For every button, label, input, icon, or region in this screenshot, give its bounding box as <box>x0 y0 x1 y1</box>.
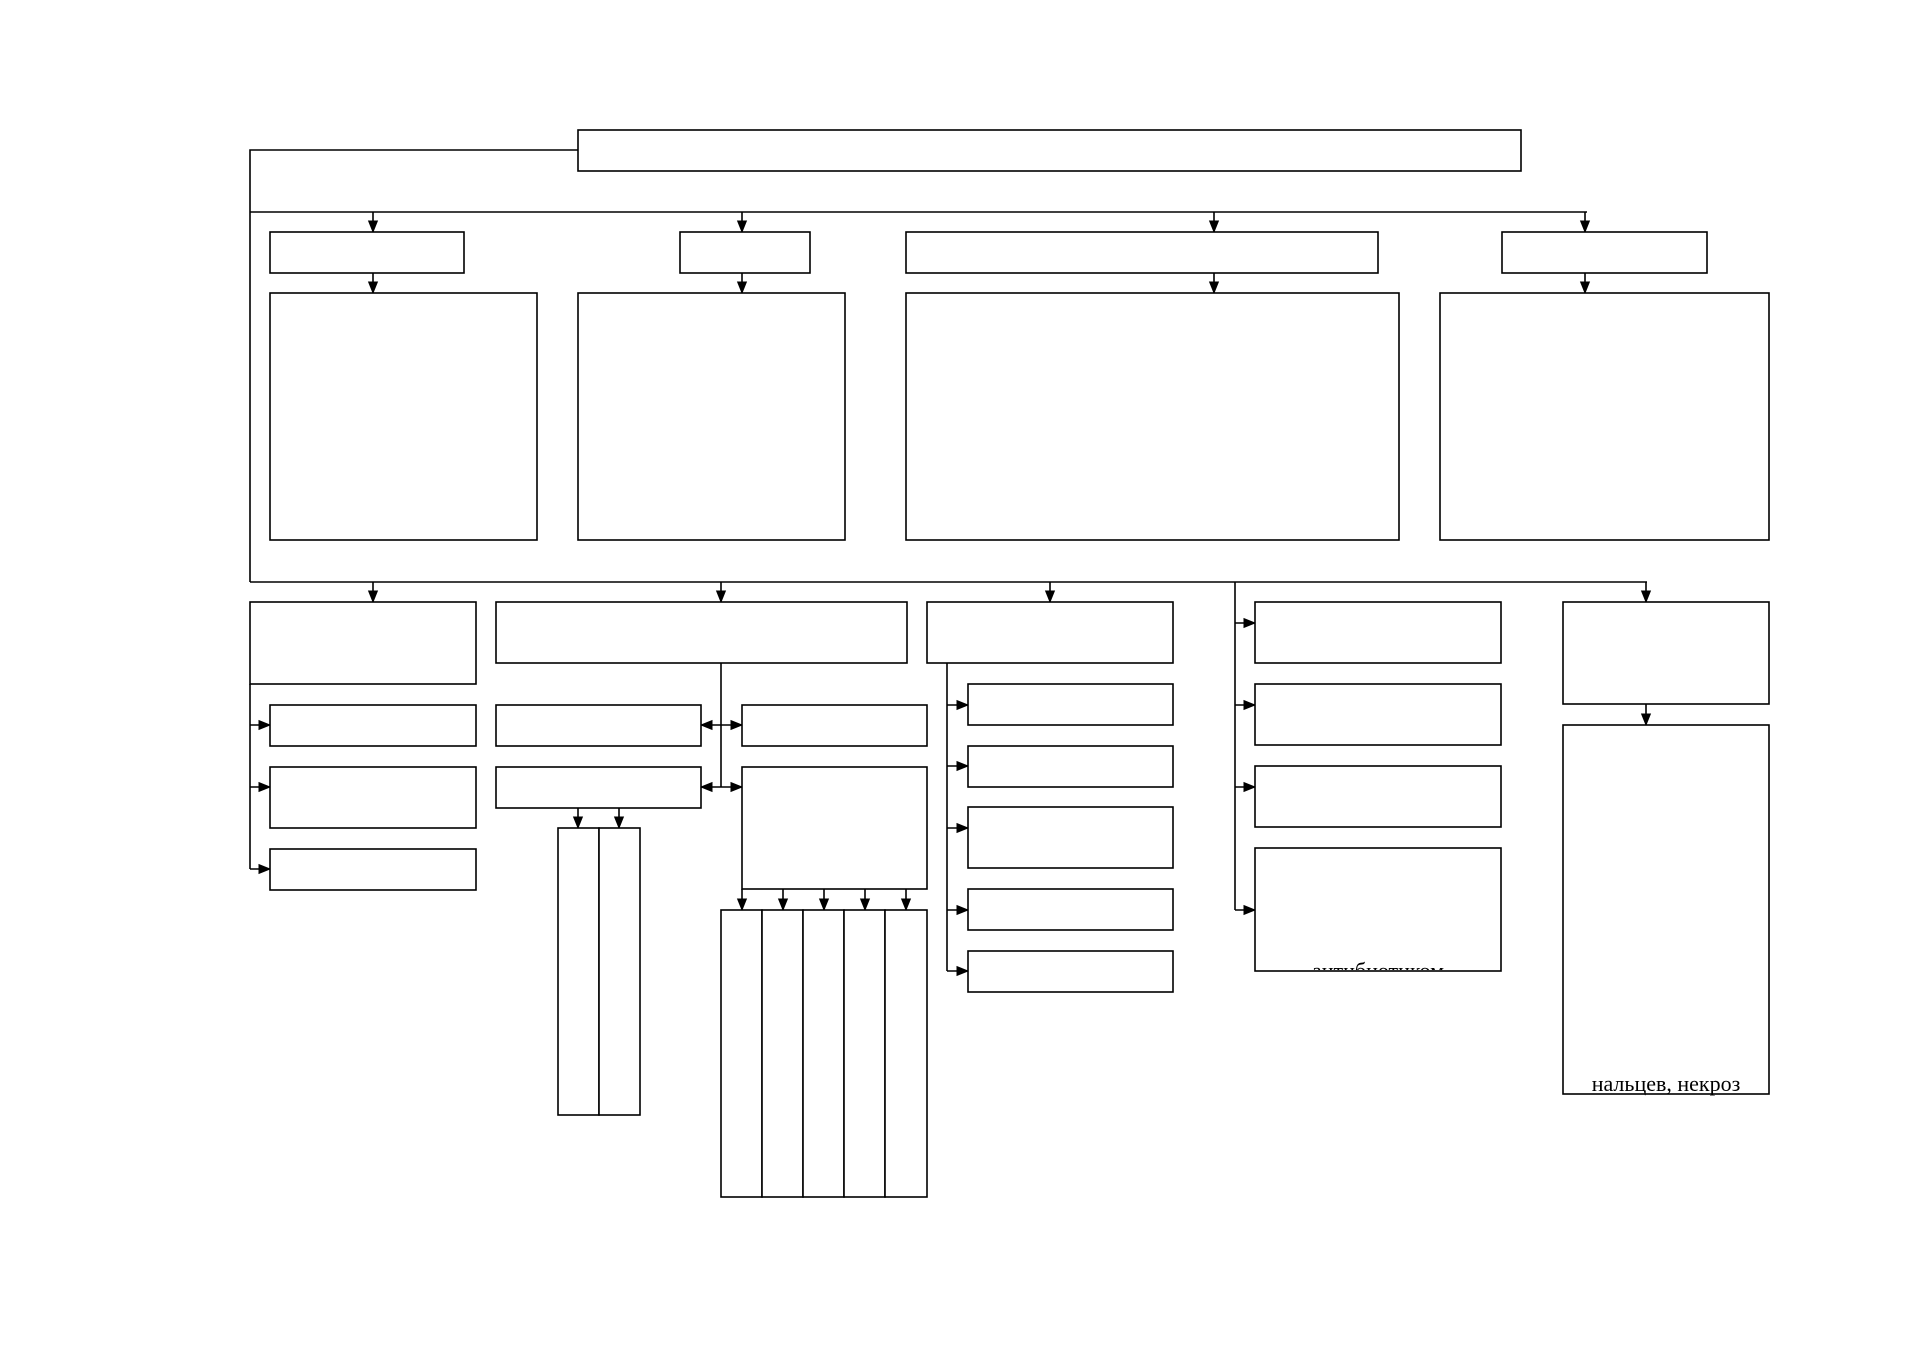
header-box-1 <box>269 231 465 274</box>
group4-item-box-2 <box>1254 683 1502 746</box>
header-box-3 <box>905 231 1379 274</box>
group1-item-box-1 <box>269 704 477 747</box>
group5-detail-box-text: нальцев, некроз <box>1592 1071 1741 1096</box>
group3-item-box-3 <box>967 806 1174 869</box>
header-box-4 <box>1501 231 1708 274</box>
detail-box-4 <box>1439 292 1770 541</box>
detail-box-3 <box>905 292 1400 541</box>
group2-right-box-1 <box>741 704 928 747</box>
group2-left-box-1 <box>495 704 702 747</box>
group1-head-box <box>249 601 477 685</box>
group2-sub-column-4 <box>843 909 886 1198</box>
group2-left-box-2 <box>495 766 702 809</box>
detail-box-2 <box>577 292 846 541</box>
root-connector <box>249 149 578 582</box>
group2-column-box-2 <box>598 827 641 1116</box>
group2-right-box-2 <box>741 766 928 890</box>
detail-box-1 <box>269 292 538 541</box>
group3-head-box <box>926 601 1174 664</box>
group2-sub-column-2 <box>761 909 804 1198</box>
root-box <box>577 129 1522 172</box>
group2-sub-column-1 <box>720 909 763 1198</box>
header-box-2 <box>679 231 811 274</box>
group3-item-box-2 <box>967 745 1174 788</box>
group4-item-box-4-clipped-text: антибиотиком <box>1312 958 1444 983</box>
group3-item-box-1 <box>967 683 1174 726</box>
group2-column-box-1 <box>557 827 600 1116</box>
group1-item-box-3 <box>269 848 477 891</box>
group3-item-box-5 <box>967 950 1174 993</box>
group5-head-box <box>1562 601 1770 705</box>
group2-sub-column-3 <box>802 909 845 1198</box>
group4-item-box-4 <box>1254 847 1502 972</box>
group3-item-box-4 <box>967 888 1174 931</box>
group2-sub-column-5 <box>884 909 928 1198</box>
group5-detail-box <box>1562 724 1770 1095</box>
group4-item-box-3 <box>1254 765 1502 828</box>
group2-head-box <box>495 601 908 664</box>
group4-item-box-1 <box>1254 601 1502 664</box>
group1-item-box-2 <box>269 766 477 829</box>
